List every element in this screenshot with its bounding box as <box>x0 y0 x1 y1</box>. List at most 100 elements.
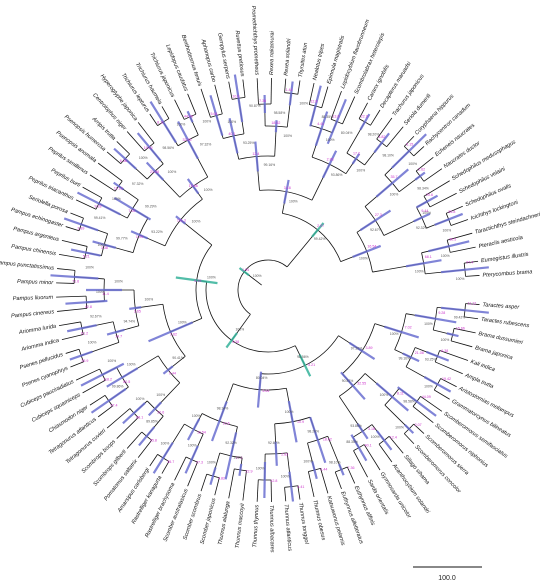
hpd-bar <box>228 118 239 154</box>
node-age-label: 20.6 <box>426 193 433 197</box>
branch <box>200 473 208 492</box>
support-label: 100% <box>88 340 97 344</box>
node-age-label: 2.62 <box>418 167 425 171</box>
node-age-label: 19.42 <box>442 377 451 381</box>
hpd-bars <box>50 74 489 502</box>
branch <box>413 146 425 157</box>
support-label: 92.67% <box>268 441 280 445</box>
hpd-bar <box>113 147 137 170</box>
node-age-label: 8.11 <box>157 121 164 125</box>
node-age-label: 27.3 <box>375 213 382 217</box>
taxon-label: Rachycentron canadum <box>424 102 472 147</box>
branch <box>404 433 415 445</box>
support-label: 92.67% <box>90 314 102 318</box>
hpd-bar <box>391 133 427 169</box>
node-age-label: 15.66 <box>189 184 198 188</box>
branch <box>137 439 152 458</box>
hpd-bar <box>149 101 177 143</box>
branch <box>161 106 170 119</box>
support-label: 98.34% <box>417 186 429 190</box>
taxon-label: Hyperoglyphe japonica <box>99 73 139 122</box>
node-age-label: 55.8 <box>448 210 455 214</box>
node-age-label: 3.89 <box>77 226 84 230</box>
hpd-bar <box>274 120 278 133</box>
node-age-label: 80.5 <box>123 380 130 384</box>
hpd-bar <box>209 467 217 485</box>
hpd-bar <box>225 332 238 349</box>
hpd-bar <box>414 314 457 324</box>
support-label: 92.32% <box>225 441 237 445</box>
taxon-label: Thunnus maccoyii <box>235 502 246 548</box>
hpd-bar <box>152 442 174 474</box>
branch <box>97 162 123 182</box>
support-label: 100% <box>107 359 116 363</box>
branch <box>386 126 404 148</box>
node-age-label: 6.15 <box>406 142 413 146</box>
hpd-bar <box>314 111 329 147</box>
taxon-label: Ruvettus pretiosus <box>234 30 245 77</box>
branch <box>404 135 415 147</box>
node-age-label: 5.64 <box>211 112 218 116</box>
hpd-bar <box>136 132 162 162</box>
hpd-bar <box>375 382 409 412</box>
branch <box>65 226 80 232</box>
branch <box>57 308 87 312</box>
hpd-bar <box>359 113 371 131</box>
node-age-label: 2.07 <box>415 423 422 427</box>
hpd-bar <box>50 274 99 280</box>
hpd-bar <box>186 110 194 123</box>
branch <box>423 168 443 182</box>
support-label: 100% <box>415 269 424 273</box>
node-age-label: 6.38 <box>441 349 448 353</box>
branch <box>242 79 246 98</box>
branch-arc <box>205 281 296 353</box>
node-age-label: 3.18 <box>368 427 375 431</box>
node-age-label: 101.3 <box>177 218 186 222</box>
hpd-bar <box>340 371 366 400</box>
node-age-label: 3.18 <box>284 186 291 190</box>
support-label: 100% <box>85 265 94 269</box>
branch <box>347 466 356 484</box>
branch <box>439 350 469 361</box>
branch <box>242 470 247 501</box>
support-label: 100% <box>371 435 380 439</box>
support-label: 88.35% <box>322 115 334 119</box>
hpd-bar <box>288 81 294 106</box>
hpd-bar <box>63 217 99 232</box>
support-label: 93.86% <box>350 424 362 428</box>
branch <box>56 295 87 298</box>
node-age-label: 80.5 <box>449 237 456 241</box>
node-age-label: 12.8 <box>270 479 277 483</box>
hpd-bar <box>113 181 125 191</box>
hpd-bar <box>298 354 312 377</box>
taxon-label: Grammatorcynus bilineatus <box>450 399 512 439</box>
hpd-bar <box>375 430 393 451</box>
support-label: 93.86% <box>331 173 343 177</box>
hpd-bar <box>423 376 452 393</box>
node-age-label: 32.55 <box>183 138 192 142</box>
branch <box>388 436 404 454</box>
hpd-bar <box>338 463 345 476</box>
support-label: 100% <box>202 119 211 123</box>
taxon-label: Ariomma lurida <box>18 324 57 336</box>
support-label: 97.32% <box>132 182 144 186</box>
branch <box>228 81 233 100</box>
node-age-label: 68.1 <box>425 255 432 259</box>
support-label: 100% <box>96 290 105 294</box>
support-label: 100% <box>233 455 242 459</box>
support-label: 92.67% <box>370 228 382 232</box>
taxon-label: Pterycombus brama <box>482 269 532 278</box>
support-label: 100% <box>192 414 201 418</box>
support-label: 98.20% <box>368 132 380 136</box>
support-label: 100% <box>168 170 177 174</box>
support-label: 100% <box>424 384 433 388</box>
branch <box>174 456 187 481</box>
branch <box>429 192 457 208</box>
support-label: 100% <box>161 441 170 445</box>
support-label: 99.86% <box>112 384 124 388</box>
branch <box>320 468 329 494</box>
node-age-label: 44.09 <box>184 114 193 118</box>
support-label: 100% <box>256 467 265 471</box>
hpd-bar <box>359 209 392 232</box>
